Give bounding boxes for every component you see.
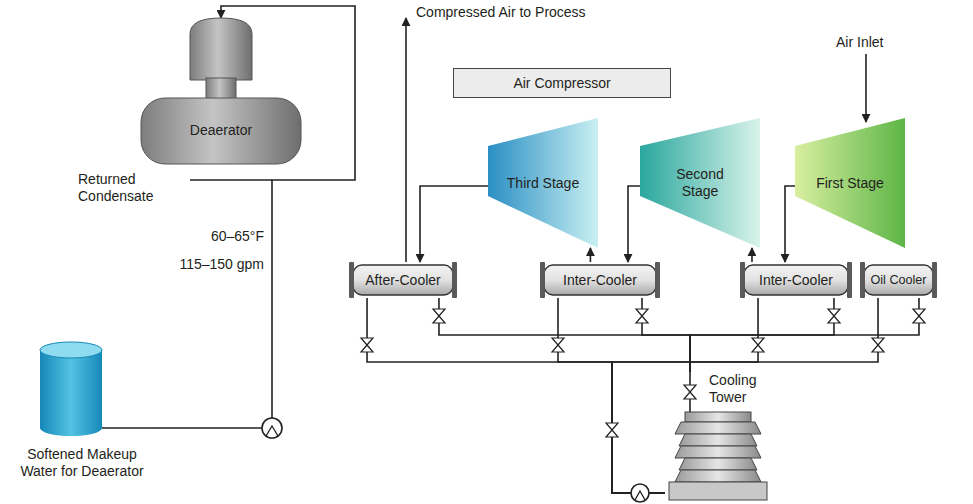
- node-label: Deaerator: [140, 122, 302, 139]
- node-label: Inter-Cooler: [753, 272, 839, 289]
- node-label: First Stage: [810, 175, 890, 192]
- pipe-connector: [612, 298, 878, 493]
- flow-label: Returned Condensate: [78, 171, 162, 205]
- valve-symbol: [606, 423, 618, 437]
- valve-group: [361, 309, 925, 437]
- deaerator-tank-outline: [140, 18, 302, 166]
- flow-spec: 115–150 gpm: [179, 256, 264, 273]
- valve-symbol: [828, 309, 840, 323]
- air-inlet-arrow: [865, 54, 867, 122]
- node-label: Second Stage: [662, 166, 738, 200]
- makeup-water-tank: Softened Makeup Water for Deaerator: [12, 336, 152, 502]
- node-label: Oil Cooler: [865, 272, 933, 289]
- pipe-connector: [628, 186, 640, 262]
- heat-exchanger: After-Cooler: [349, 262, 457, 298]
- pipe-connector: [785, 186, 795, 262]
- pipe-connector: [420, 186, 488, 262]
- heat-exchanger: Oil Cooler: [860, 262, 937, 298]
- node-label: Air Compressor: [507, 75, 616, 92]
- pipe-connector: [751, 248, 753, 262]
- pipe-connector: [152, 6, 355, 428]
- node-label: After-Cooler: [359, 272, 446, 289]
- valve-symbol: [433, 309, 445, 323]
- compressor-stage: First Stage: [795, 118, 905, 248]
- makeup-pump: [262, 418, 282, 438]
- valve-symbol: [872, 338, 884, 352]
- valve-symbol: [913, 309, 925, 323]
- flow-spec: 60–65°F: [211, 228, 264, 245]
- tower-pump: [631, 484, 649, 502]
- deaerator-tank: Deaerator: [140, 18, 302, 166]
- compressor-box: Air Compressor: [453, 68, 671, 98]
- valve-symbol: [752, 338, 764, 352]
- pipe-connector: [590, 248, 592, 262]
- heat-exchanger: Inter-Cooler: [540, 262, 660, 298]
- cooling-tower: Cooling Tower: [665, 372, 775, 502]
- pipe-connector: [690, 298, 919, 372]
- valve-symbol: [684, 385, 696, 399]
- node-label: Softened Makeup Water for Deaerator: [12, 446, 152, 480]
- node-label: Inter-Cooler: [557, 272, 643, 289]
- flow-label: Compressed Air to Process: [416, 4, 586, 21]
- heat-exchanger: Inter-Cooler: [740, 262, 852, 298]
- pipe-connector: [642, 298, 690, 372]
- pipe-connector: [367, 298, 665, 493]
- valve-symbol: [636, 309, 648, 323]
- valve-symbol: [361, 338, 373, 352]
- pipe-connector: [439, 298, 690, 372]
- flow-label: Air Inlet: [836, 34, 883, 51]
- node-label: Cooling Tower: [709, 372, 775, 406]
- valve-symbol: [552, 338, 564, 352]
- node-label: Third Stage: [501, 175, 585, 192]
- tank-nozzle: [102, 427, 152, 429]
- compressor-stage: Third Stage: [488, 118, 598, 248]
- compressor-stage: Second Stage: [640, 118, 760, 248]
- compressed-air-line: [405, 18, 407, 262]
- condensate-line: [190, 179, 272, 181]
